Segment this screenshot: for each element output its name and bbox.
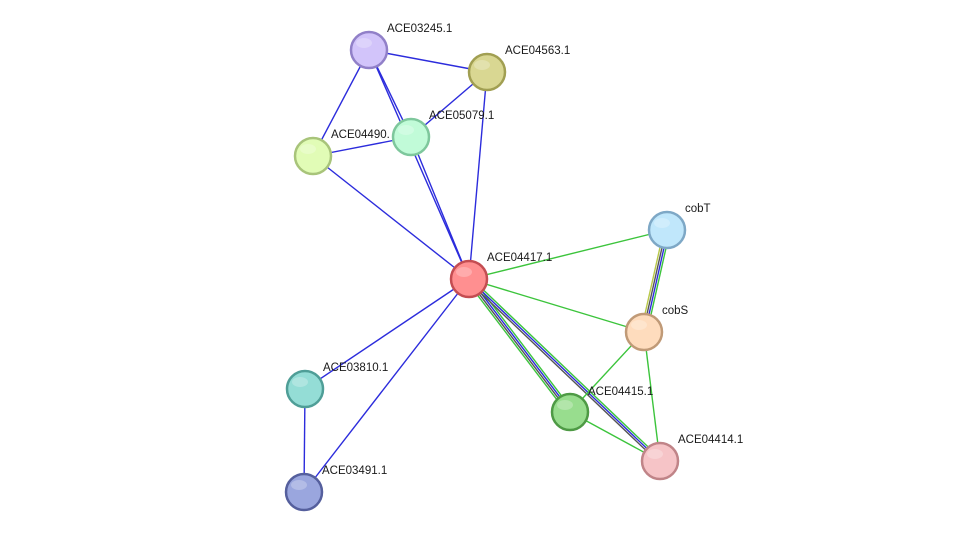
node-label: cobS	[662, 305, 689, 317]
node-ace04563-1[interactable]: ACE04563.1	[467, 45, 570, 92]
node-ace03810-1[interactable]: ACE03810.1	[285, 362, 388, 409]
node-label: ACE04563.1	[505, 45, 570, 57]
node-circle[interactable]	[284, 472, 324, 512]
edge-evidence-line	[303, 278, 470, 493]
edge-evidence-line	[468, 229, 668, 280]
node-label: ACE03491.1	[322, 465, 387, 477]
edge-ace05079-1-ace04417-1	[410, 136, 470, 280]
edge-evidence-line	[470, 276, 573, 411]
node-circle[interactable]	[285, 369, 325, 409]
node-circle[interactable]	[293, 136, 333, 176]
edge-cobs-ace04414-1	[643, 331, 661, 462]
node-cobt[interactable]: cobT	[647, 203, 711, 250]
edge-evidence-line	[643, 331, 661, 462]
edge-evidence-line	[467, 279, 570, 414]
node-circle[interactable]	[349, 30, 389, 70]
node-circle[interactable]	[640, 441, 680, 481]
node-circle[interactable]	[550, 392, 590, 432]
edge-ace04490-ace04417-1	[312, 155, 470, 280]
edge-evidence-line	[468, 278, 645, 333]
node-label: ACE04415.1	[588, 386, 653, 398]
node-circle[interactable]	[647, 210, 687, 250]
node-highlight	[300, 144, 316, 154]
node-ace05079-1[interactable]: ACE05079.1	[391, 110, 494, 157]
edge-evidence-line	[368, 49, 488, 73]
edge-ace03245-1-ace04417-1	[368, 49, 470, 280]
edge-ace04417-1-cobt	[468, 229, 668, 280]
node-highlight	[456, 267, 472, 277]
node-label: ACE03810.1	[323, 362, 388, 374]
edge-evidence-line	[469, 277, 662, 461]
node-circle[interactable]	[391, 117, 431, 157]
node-highlight	[654, 218, 670, 228]
node-ace04414-1[interactable]: ACE04414.1	[640, 434, 743, 481]
edge-ace04417-1-ace03810-1	[304, 278, 470, 390]
node-label: cobT	[685, 203, 711, 215]
node-circle[interactable]	[624, 312, 664, 352]
edge-evidence-line	[469, 277, 572, 412]
node-highlight	[356, 38, 372, 48]
node-highlight	[292, 377, 308, 387]
edge-evidence-line	[312, 49, 370, 157]
node-highlight	[398, 125, 414, 135]
edge-ace03245-1-ace04563-1	[368, 49, 488, 73]
node-highlight	[647, 449, 663, 459]
node-circle[interactable]	[467, 52, 507, 92]
node-ace03491-1[interactable]: ACE03491.1	[284, 465, 387, 512]
edge-ace04417-1-ace03491-1	[303, 278, 470, 493]
edge-ace04417-1-cobs	[468, 278, 645, 333]
edge-evidence-line	[312, 155, 470, 280]
node-highlight	[474, 60, 490, 70]
node-ace04490[interactable]: ACE04490.	[293, 129, 390, 176]
edge-ace03245-1-ace04490	[312, 49, 370, 157]
node-highlight	[291, 480, 307, 490]
node-ace04417-1[interactable]: ACE04417.1	[449, 252, 552, 299]
edge-ace04563-1-ace04417-1	[468, 71, 488, 280]
edge-evidence-line	[468, 278, 661, 462]
edge-evidence-line	[466, 280, 569, 415]
edge-evidence-line	[468, 71, 488, 280]
node-highlight	[631, 320, 647, 330]
edge-ace04417-1-ace04414-1	[467, 277, 662, 463]
node-ace04415-1[interactable]: ACE04415.1	[550, 386, 653, 432]
node-cobs[interactable]: cobS	[624, 305, 689, 352]
edge-evidence-line	[368, 49, 470, 280]
node-label: ACE03245.1	[387, 23, 452, 35]
edge-evidence-line	[467, 279, 660, 463]
node-label: ACE04490.	[331, 129, 390, 141]
edge-ace04417-1-ace04415-1	[466, 276, 573, 415]
node-highlight	[557, 400, 573, 410]
edge-evidence-line	[410, 136, 470, 280]
edge-evidence-line	[304, 278, 470, 390]
node-label: ACE04414.1	[678, 434, 743, 446]
node-label: ACE05079.1	[429, 110, 494, 122]
node-ace03245-1[interactable]: ACE03245.1	[349, 23, 452, 70]
node-label: ACE04417.1	[487, 252, 552, 264]
node-circle[interactable]	[449, 259, 489, 299]
